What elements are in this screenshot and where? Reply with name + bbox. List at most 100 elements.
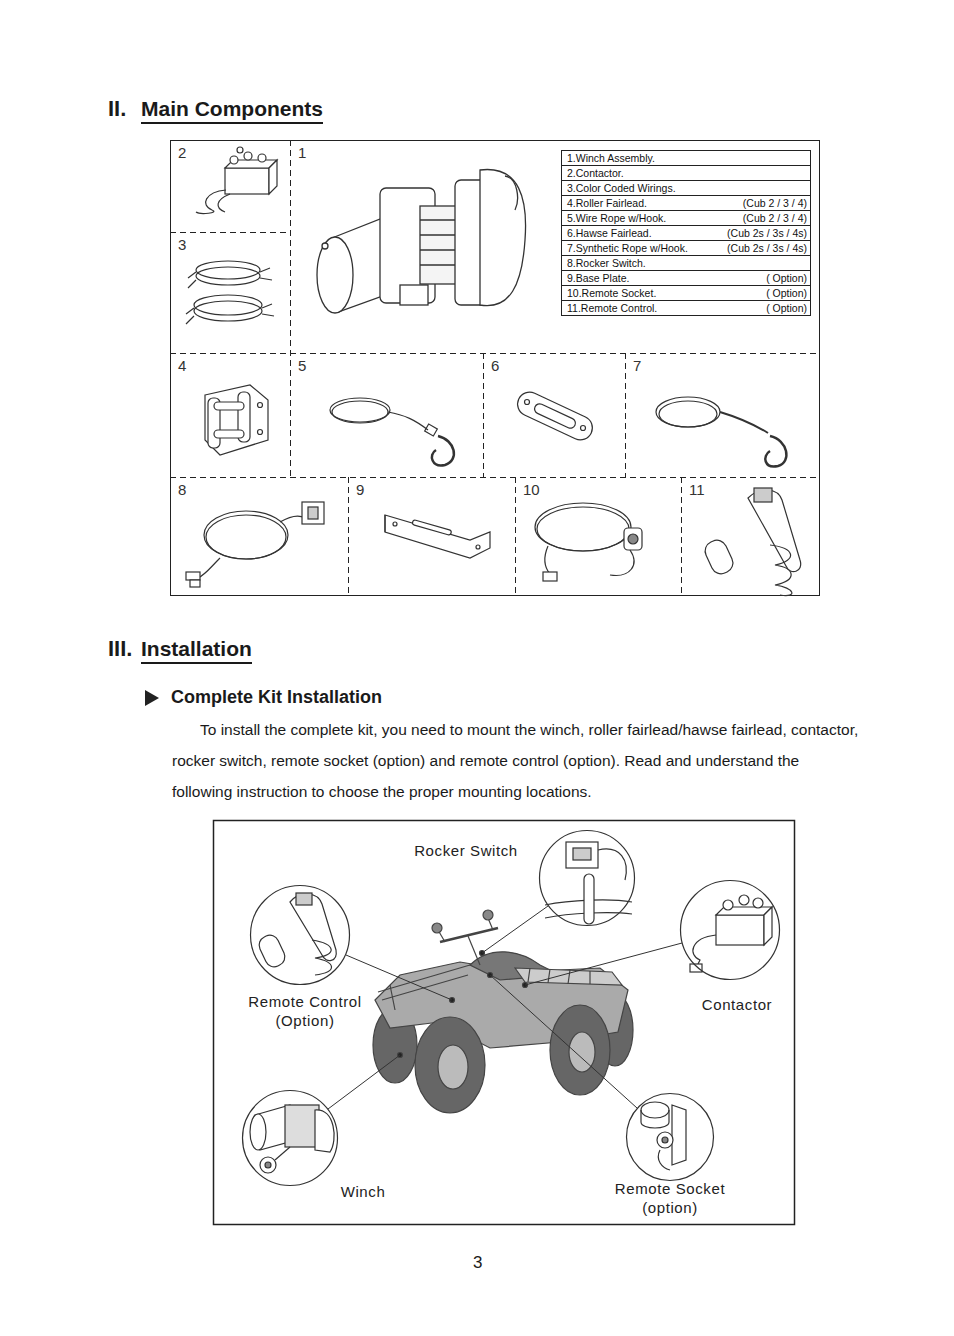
parts-grid	[483, 353, 484, 477]
synthetic-rope-drawing	[765, 436, 786, 466]
parts-table-lines	[561, 180, 810, 181]
parts-grid	[290, 140, 291, 477]
rocker-switch-detail	[584, 874, 594, 924]
parts-table-lines	[561, 225, 810, 226]
circle-outline	[540, 831, 635, 926]
base-plate-drawing	[384, 515, 385, 532]
table-option: (Cub 2 / 3 / 4)	[743, 211, 807, 225]
remote-socket-drawing	[545, 546, 550, 574]
grid-cell: 4	[170, 353, 290, 477]
winch-detail	[250, 1105, 334, 1173]
synthetic-rope-drawing	[656, 397, 786, 466]
remote-control-detail	[290, 894, 336, 961]
base-plate-drawing	[393, 522, 397, 526]
rocker-switch-drawing	[190, 580, 200, 587]
callout-circle: Contactor	[680, 880, 780, 980]
winch-drawing	[505, 176, 518, 210]
grid-cell: 9	[348, 477, 515, 595]
roller-fairlead-drawing	[258, 430, 263, 435]
contactor-detail	[764, 907, 772, 945]
contactor-detail	[690, 895, 772, 972]
parts-table-lines	[561, 285, 810, 286]
rocker-switch-drawing	[186, 572, 200, 580]
callout-number: 2	[178, 144, 186, 161]
atv-illustration	[515, 968, 622, 985]
winch-drawing	[317, 170, 526, 313]
parts-table: 1.Winch Assembly.2.Contactor.3.Color Cod…	[561, 150, 810, 315]
contactor-drawing	[244, 152, 252, 160]
contactor-drawing	[230, 156, 238, 164]
atv-illustration	[550, 1005, 610, 1095]
parts-grid	[348, 477, 349, 595]
callout-number: 11	[689, 481, 705, 498]
hawse-fairlead-drawing	[525, 400, 530, 405]
body-paragraph: To install the complete kit, you need to…	[172, 714, 860, 807]
rocker-switch-detail	[545, 842, 632, 924]
synthetic-rope-drawing	[659, 401, 717, 427]
circle-outline	[680, 880, 780, 980]
winch-drawing	[400, 285, 428, 305]
wire-rope-drawing	[432, 436, 454, 465]
roller-fairlead-drawing	[205, 385, 268, 455]
callout-number: 8	[178, 481, 186, 498]
contactor-detail	[716, 915, 764, 945]
parts-table-lines	[561, 210, 810, 211]
remote-socket-detail	[641, 1102, 686, 1170]
remote-socket-detail	[672, 1105, 686, 1165]
section-heading: Main Components	[141, 97, 323, 124]
wiring-coils	[194, 295, 262, 315]
wire-rope-drawing	[330, 398, 454, 465]
table-item: 10.Remote Socket.	[567, 286, 656, 300]
remote-socket-drawing	[610, 550, 634, 575]
hawse-fairlead-drawing	[514, 388, 597, 444]
circle-outline	[251, 886, 350, 985]
callout-label: Contactor	[662, 995, 812, 1014]
hawse-fairlead-drawing	[581, 426, 586, 431]
table-option: (Cub 2s / 3s / 4s)	[727, 241, 807, 255]
hawse-fairlead-drawing	[533, 402, 577, 430]
table-option: (Cub 2s / 3s / 4s)	[727, 226, 807, 240]
callout-circle: Remote Socket (option)	[626, 1093, 714, 1181]
rocker-switch-drawing	[302, 502, 324, 524]
atv-illustration	[378, 965, 470, 1010]
roller-fairlead-drawing	[214, 402, 244, 410]
remote-socket-detail	[662, 1137, 668, 1143]
base-plate-drawing	[385, 515, 490, 558]
hawse-fairlead-drawing	[514, 388, 597, 444]
rocker-switch-drawing	[198, 558, 220, 578]
wiring-coils	[260, 268, 274, 316]
rocker-switch-detail	[566, 842, 598, 868]
leader-lines	[328, 1055, 400, 1109]
parts-table-lines	[561, 151, 811, 316]
synthetic-rope-drawing	[656, 397, 720, 427]
table-item: 3.Color Coded Wirings.	[567, 181, 676, 195]
remote-socket-detail	[641, 1110, 669, 1128]
section-heading: Installation	[141, 637, 252, 664]
circle-outline	[243, 1091, 338, 1186]
table-option: ( Option)	[766, 301, 807, 315]
wiring-coils	[186, 272, 196, 324]
rocker-switch-detail	[573, 848, 591, 860]
wire-rope-drawing	[330, 398, 390, 422]
table-item: 1.Winch Assembly.	[567, 151, 655, 165]
atv-illustration	[415, 1017, 485, 1113]
wire-rope-drawing	[388, 412, 428, 430]
remote-control-detail	[312, 940, 332, 975]
parts-grid	[170, 140, 819, 595]
rocker-switch-drawing	[308, 507, 318, 519]
grid-cell: 3	[170, 232, 290, 353]
parts-grid	[170, 477, 819, 478]
roller-fairlead-drawing	[214, 430, 244, 438]
callout-circle: Rocker Switch	[539, 830, 635, 926]
circle-outline	[627, 1094, 714, 1181]
base-plate-drawing	[385, 515, 490, 558]
winch-drawing	[322, 243, 328, 249]
table-option: (Cub 2 / 3 / 4)	[743, 196, 807, 210]
parts-table-lines	[562, 151, 811, 316]
callout-number: 9	[356, 481, 364, 498]
parts-grid	[170, 353, 819, 354]
remote-control-drawing	[754, 488, 772, 502]
installation-frame	[214, 821, 795, 1225]
table-option: ( Option)	[766, 286, 807, 300]
